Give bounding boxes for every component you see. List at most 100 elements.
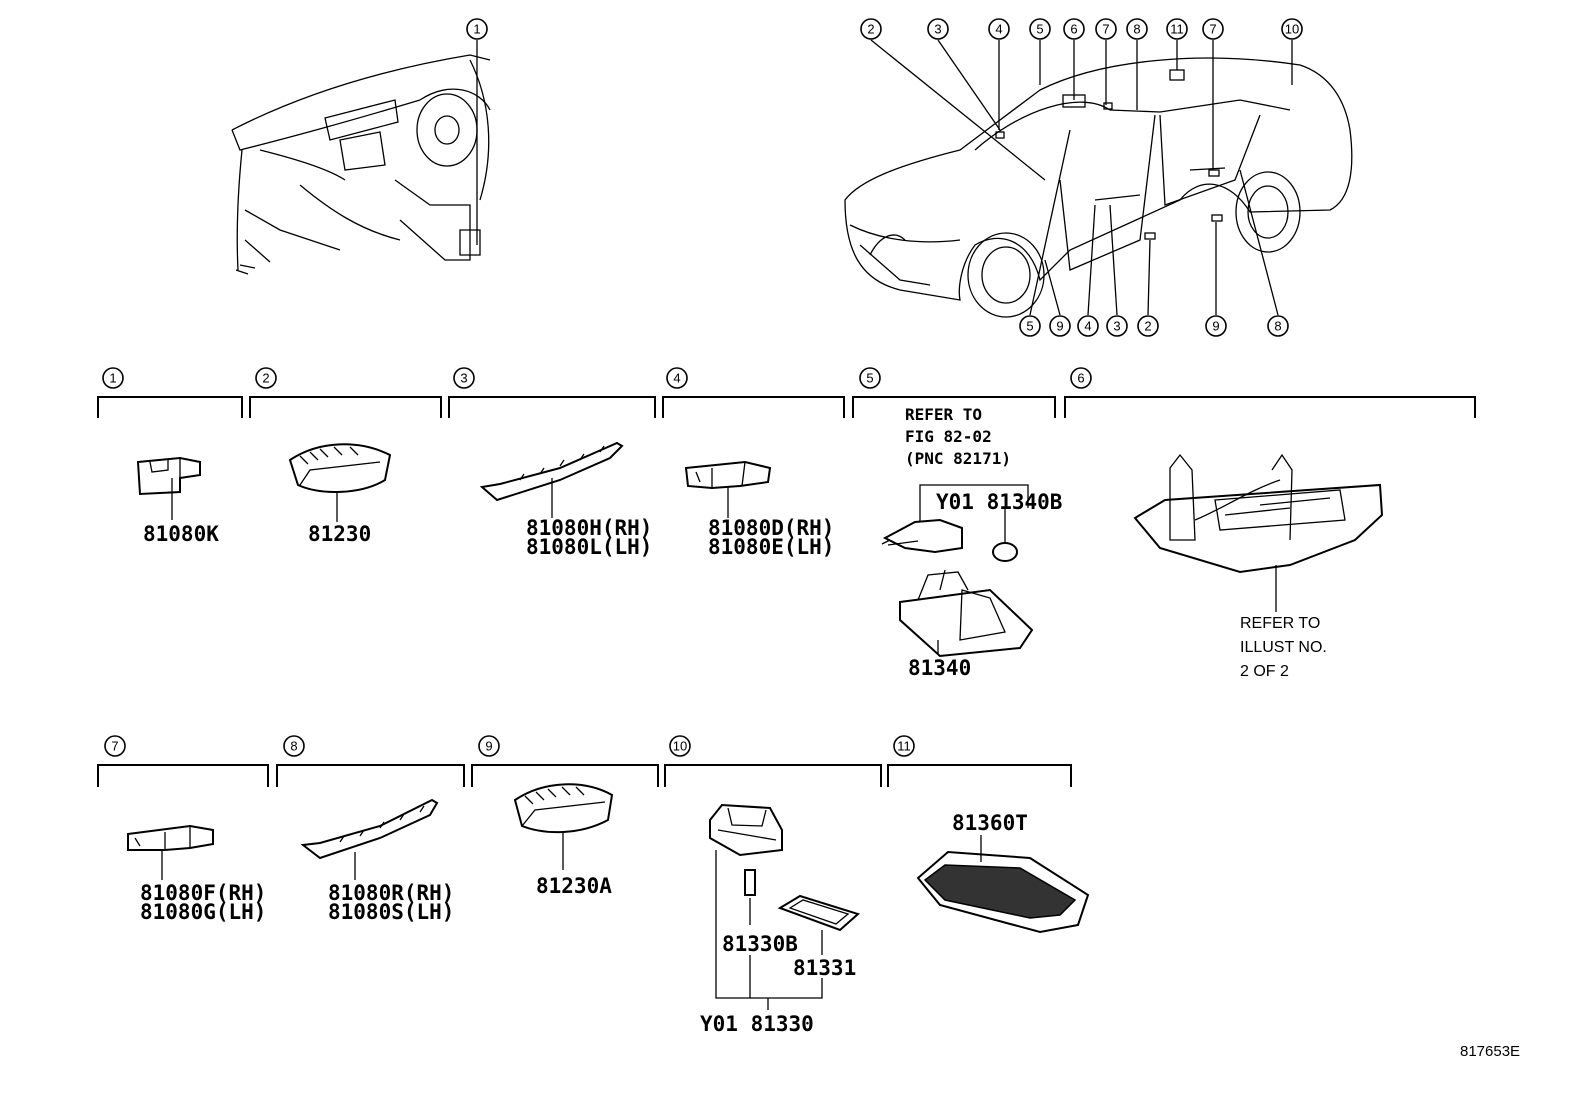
callout-number: 8 bbox=[1133, 22, 1140, 37]
refer-note-line: FIG 82-02 bbox=[905, 427, 992, 446]
callout-number: 11 bbox=[897, 739, 911, 754]
callout-number: 1 bbox=[473, 22, 480, 37]
callout-7: 7 bbox=[1202, 18, 1224, 40]
callout-number: 10 bbox=[673, 739, 687, 754]
part-number-label: 81080E(LH) bbox=[708, 535, 834, 559]
part-81080d-switch bbox=[684, 460, 772, 490]
part-81080k-switch bbox=[136, 456, 201, 496]
callout-number: 9 bbox=[485, 739, 492, 754]
callout-2: 2 bbox=[1137, 315, 1159, 337]
callout-5: 5 bbox=[1019, 315, 1041, 337]
callout-7: 7 bbox=[104, 735, 126, 757]
refer-note-line: (PNC 82171) bbox=[905, 449, 1011, 468]
callout-number: 11 bbox=[1170, 22, 1184, 37]
part-number-label: 81340 bbox=[908, 656, 971, 680]
callout-number: 6 bbox=[1070, 22, 1077, 37]
part-81230-courtesy-lamp bbox=[288, 443, 392, 493]
callout-4: 4 bbox=[1077, 315, 1099, 337]
callout-10: 10 bbox=[669, 735, 691, 757]
callout-10: 10 bbox=[1281, 18, 1303, 40]
part-number-label: 81080H(RH) bbox=[526, 516, 652, 540]
part-81330-lamp-assy bbox=[709, 803, 860, 932]
callout-number: 4 bbox=[673, 371, 680, 386]
part-81230a-courtesy-lamp bbox=[513, 783, 614, 834]
callout-number: 9 bbox=[1212, 319, 1219, 334]
part-number-label: 81330B bbox=[722, 932, 798, 956]
callout-number: 2 bbox=[867, 22, 874, 37]
callout-number: 4 bbox=[995, 22, 1002, 37]
callout-number: 3 bbox=[1113, 319, 1120, 334]
illustration-id: 817653E bbox=[1460, 1043, 1520, 1060]
part-number-label: 81331 bbox=[793, 956, 856, 980]
callout-9: 9 bbox=[478, 735, 500, 757]
callout-number: 5 bbox=[866, 371, 873, 386]
callout-number: 7 bbox=[1102, 22, 1109, 37]
callout-number: 8 bbox=[290, 739, 297, 754]
callout-number: 3 bbox=[934, 22, 941, 37]
refer-note-line: REFER TO bbox=[905, 405, 982, 424]
callout-number: 5 bbox=[1026, 319, 1033, 334]
callout-number: 1 bbox=[109, 371, 116, 386]
refer-note-line: 2 OF 2 bbox=[1240, 663, 1289, 680]
part-number-label: 81080G(LH) bbox=[140, 900, 266, 924]
part-number-label: 81080F(RH) bbox=[140, 881, 266, 905]
callout-8: 8 bbox=[1126, 18, 1148, 40]
part-81360t-lamp bbox=[916, 850, 1090, 934]
part-number-label: 81080D(RH) bbox=[708, 516, 834, 540]
callout-number: 2 bbox=[1144, 319, 1151, 334]
callout-5: 5 bbox=[859, 367, 881, 389]
part-number-label: Y01 81340B bbox=[936, 490, 1062, 514]
callout-number: 2 bbox=[262, 371, 269, 386]
callout-8: 8 bbox=[283, 735, 305, 757]
part-number-label: 81080K bbox=[143, 522, 219, 546]
callout-7: 7 bbox=[1095, 18, 1117, 40]
callout-6: 6 bbox=[1063, 18, 1085, 40]
part-number-label: 81080R(RH) bbox=[328, 881, 454, 905]
callout-number: 4 bbox=[1084, 319, 1091, 334]
callout-9: 9 bbox=[1205, 315, 1227, 337]
refer-note-line: ILLUST NO. bbox=[1240, 639, 1327, 656]
callout-3: 3 bbox=[453, 367, 475, 389]
callout-6: 6 bbox=[1070, 367, 1092, 389]
part-overhead-console bbox=[1133, 453, 1384, 574]
part-number-label: 81230 bbox=[308, 522, 371, 546]
callout-1: 1 bbox=[102, 367, 124, 389]
part-81080f-switch bbox=[127, 824, 214, 851]
callout-number: 8 bbox=[1274, 319, 1281, 334]
part-number-label: 81230A bbox=[536, 874, 612, 898]
part-number-label: 81360T bbox=[952, 811, 1028, 835]
callout-4: 4 bbox=[988, 18, 1010, 40]
callout-11: 11 bbox=[893, 735, 915, 757]
callout-number: 7 bbox=[1209, 22, 1216, 37]
leader-lines bbox=[161, 39, 1293, 1010]
callout-markers: 1 2 3 4 5 6 7 8 11 7 10 5 9 4 3 2 9 8 1 2 3 4 5 6 7 8 9 10 11 bbox=[102, 18, 1303, 757]
part-number-label: 81080L(LH) bbox=[526, 535, 652, 559]
callout-number: 5 bbox=[1036, 22, 1043, 37]
callout-number: 10 bbox=[1285, 22, 1299, 37]
callout-4: 4 bbox=[666, 367, 688, 389]
part-81080r-trim-lamp bbox=[300, 798, 439, 860]
interior-dashboard-view bbox=[231, 54, 491, 275]
callout-2: 2 bbox=[255, 367, 277, 389]
part-number-label: Y01 81330 bbox=[700, 1012, 814, 1036]
refer-note-line: REFER TO bbox=[1240, 615, 1320, 632]
callout-number: 9 bbox=[1056, 319, 1063, 334]
callout-3: 3 bbox=[1106, 315, 1128, 337]
callout-1: 1 bbox=[466, 18, 488, 40]
callout-2: 2 bbox=[860, 18, 882, 40]
car-exterior-view bbox=[844, 57, 1353, 318]
callout-number: 7 bbox=[111, 739, 118, 754]
group-brackets bbox=[97, 396, 1476, 787]
callout-11: 11 bbox=[1166, 18, 1188, 40]
callout-number: 6 bbox=[1077, 371, 1084, 386]
part-81080h-trim-lamp bbox=[479, 441, 624, 502]
callout-8: 8 bbox=[1267, 315, 1289, 337]
part-number-label: 81080S(LH) bbox=[328, 900, 454, 924]
part-81340-room-lamp bbox=[881, 518, 1034, 658]
callout-5: 5 bbox=[1029, 18, 1051, 40]
callout-3: 3 bbox=[927, 18, 949, 40]
callout-number: 3 bbox=[460, 371, 467, 386]
callout-9: 9 bbox=[1049, 315, 1071, 337]
